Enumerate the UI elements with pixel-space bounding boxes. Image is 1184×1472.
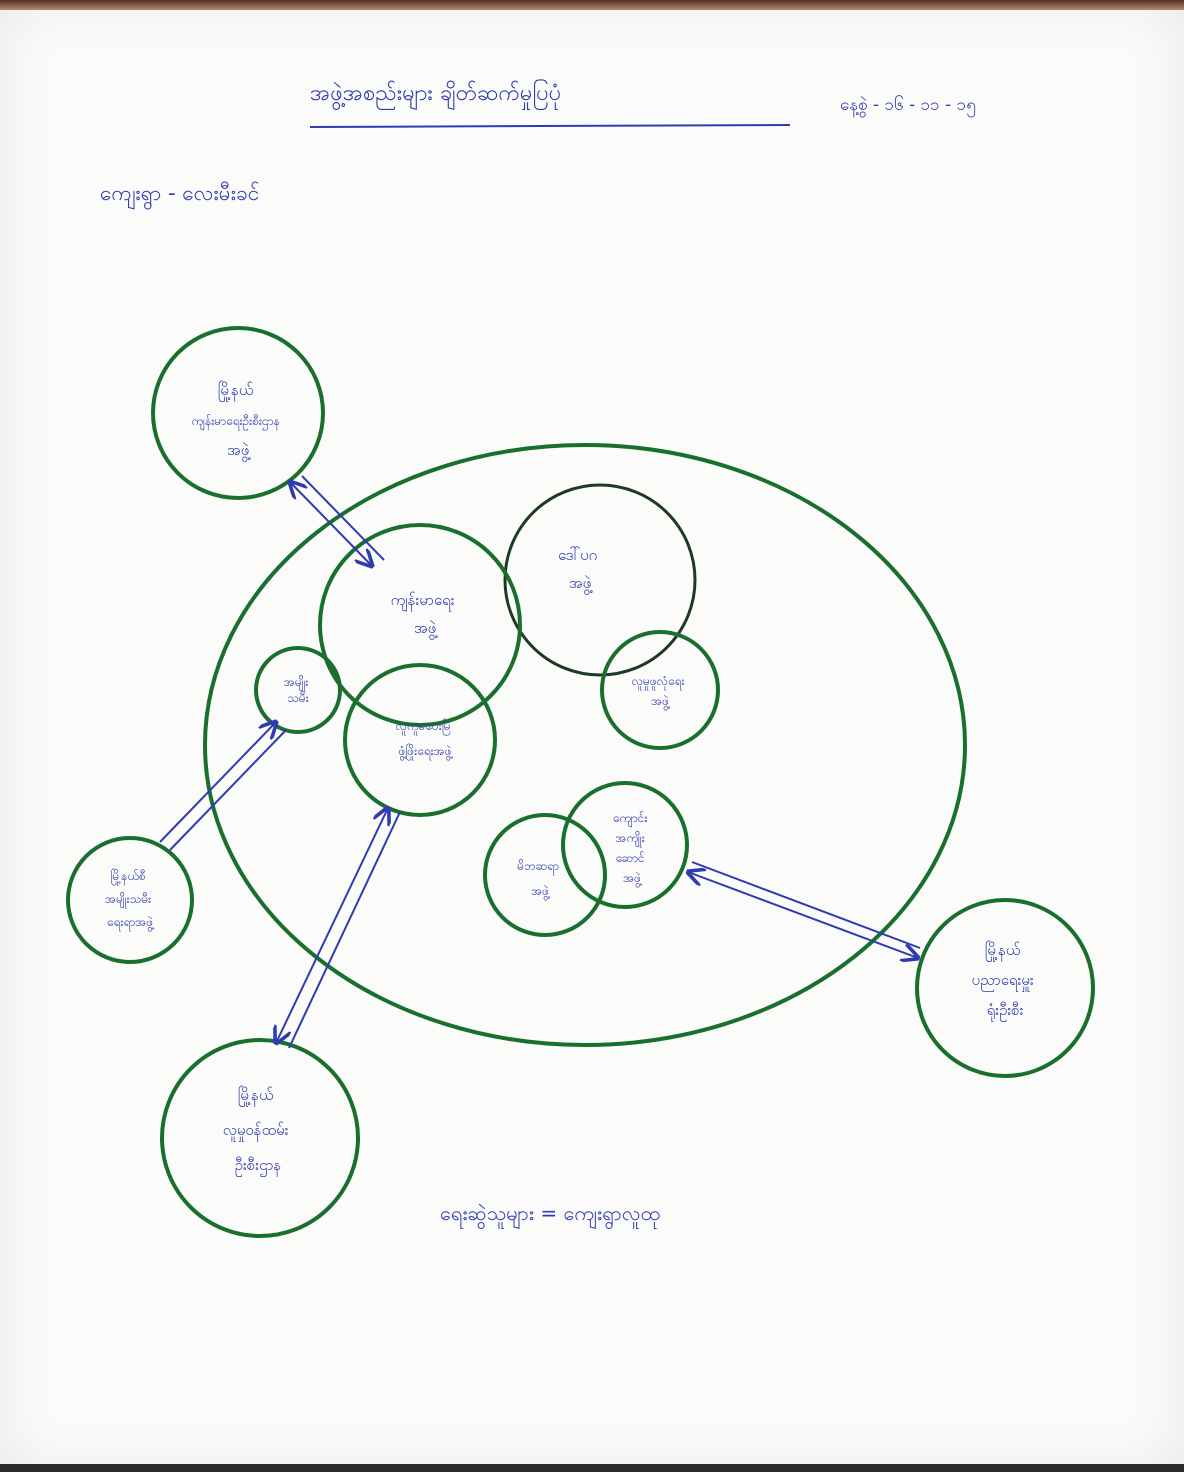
link-health	[290, 475, 385, 566]
link-social	[276, 808, 401, 1049]
date-text: နေ့စွဲ - ၁၆ - ၁၁ - ၁၅	[840, 94, 976, 118]
welfare-group-circle	[600, 630, 720, 750]
welfare-group-label: လူမှုဖူလုံရေး အဖွဲ့	[632, 674, 689, 711]
link-women	[159, 722, 287, 851]
school-committee-label: ကျောင်း အကျိုး ဆောင် အဖွဲ့	[613, 810, 652, 888]
women-group-circle	[254, 646, 342, 734]
township-health-circle	[151, 326, 325, 500]
village-label: ကျေးရွာ - လေးမီးခင်	[100, 180, 259, 211]
township-women-circle	[66, 836, 194, 964]
school-committee-circle	[561, 781, 689, 909]
development-group-label: ဒေါ်ပဂ အဖွဲ့	[558, 546, 602, 595]
parent-teacher-circle	[483, 813, 607, 937]
township-education-circle	[915, 898, 1095, 1078]
township-social-circle	[160, 1038, 360, 1238]
women-group-label: အမျိုး သမီး	[284, 674, 312, 705]
development-group-circle	[503, 483, 697, 677]
township-education-label: မြို့နယ် ပညာရေးမှူး ရုံးဦးစီး	[972, 940, 1039, 1022]
title-underline	[309, 124, 791, 128]
social-development-circle	[343, 663, 497, 817]
link-education	[688, 861, 920, 958]
township-health-label: မြို့နယ် ကျန်းမာရေးဦးစီးဌာန အဖွဲ့	[191, 380, 284, 462]
drawn-by-caption: ရေးဆွဲသူများ = ကျေးရွာလူထု	[440, 1201, 660, 1229]
social-development-label: လူကူမပေးမြဲ ဖွံ့ဖြိုးရေးအဖွဲ့	[396, 718, 455, 761]
paper-bottom-edge	[0, 1464, 1184, 1472]
township-social-label: မြို့နယ် လူမှုဝန်ထမ်း ဦးစီးဌာန	[223, 1085, 293, 1177]
health-group-label: ကျန်းမာရေး အဖွဲ့	[391, 591, 460, 640]
township-women-label: မြို့နယ်စီ အမျိုးသမီး ရေးရာအဖွဲ့	[105, 867, 155, 932]
village-boundary-circle	[203, 443, 967, 1047]
diagram-title: အဖွဲ့အစည်းများ ချိတ်ဆက်မှုပြပုံ	[310, 79, 561, 111]
health-group-circle	[318, 523, 522, 727]
parent-teacher-label: မိဘဆရာ အဖွဲ့	[517, 858, 563, 901]
paper-top-edge	[0, 0, 1184, 10]
